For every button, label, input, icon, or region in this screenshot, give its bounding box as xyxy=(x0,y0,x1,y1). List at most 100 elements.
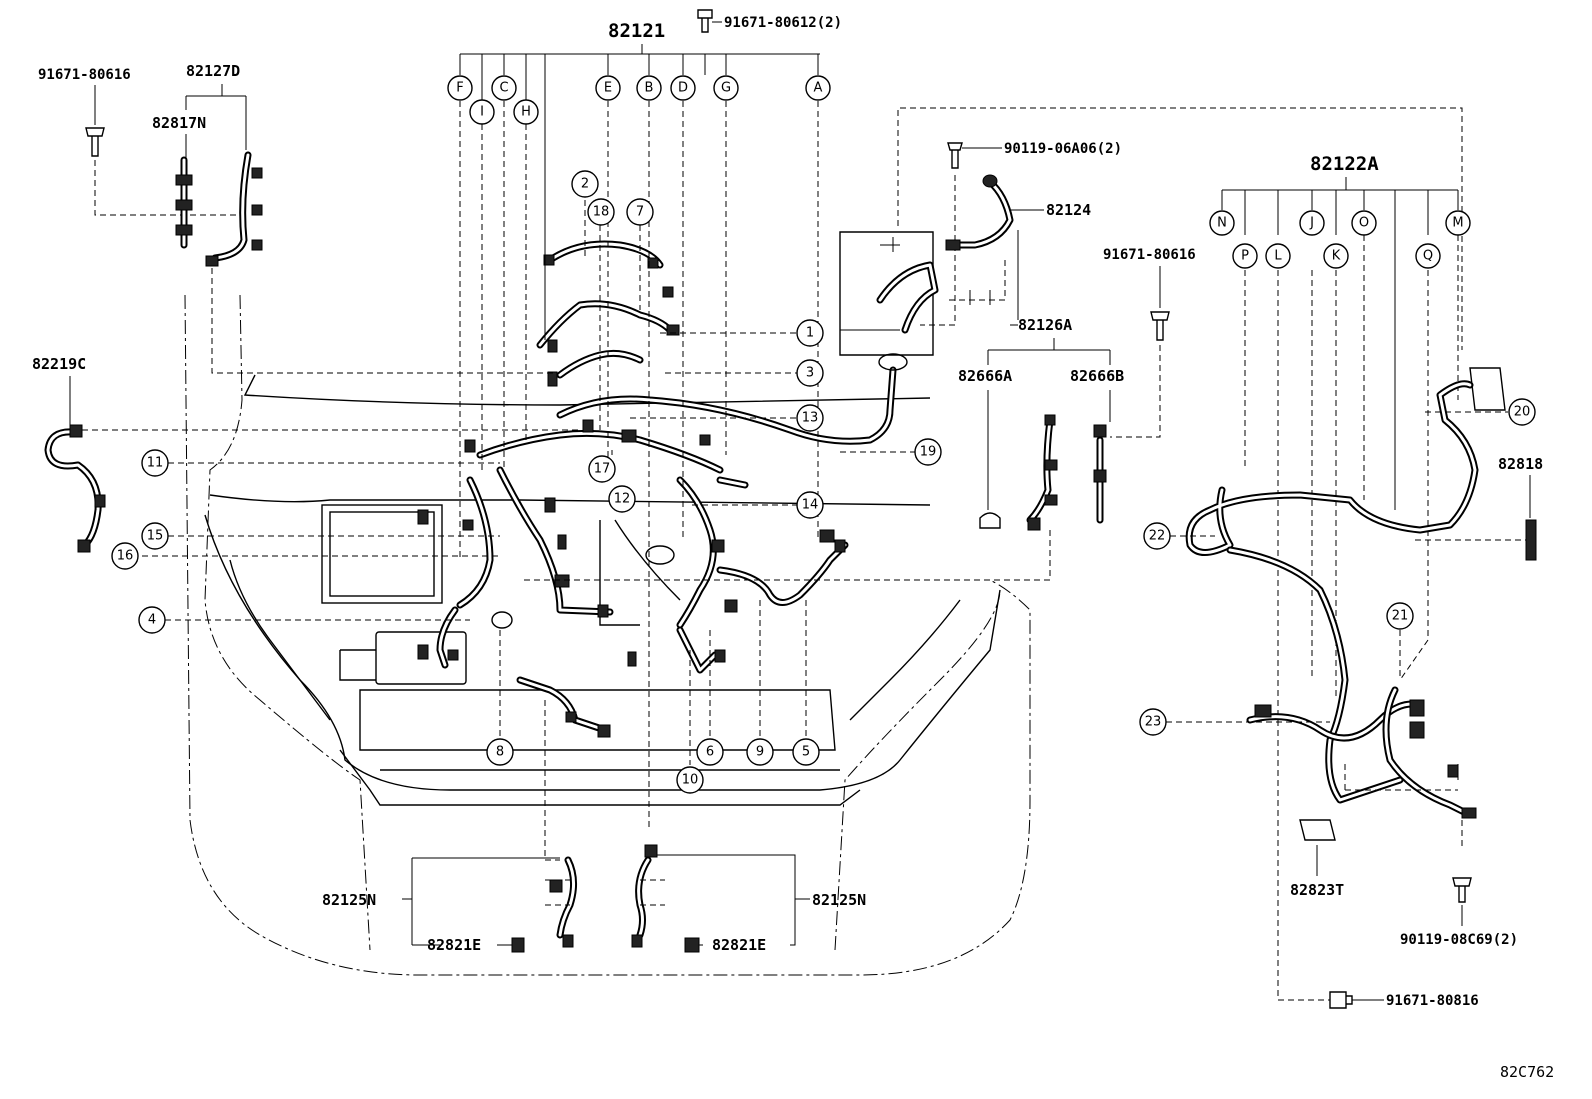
svg-text:H: H xyxy=(521,105,531,120)
svg-text:A: A xyxy=(814,81,823,96)
letter-M: M xyxy=(1445,210,1471,236)
svg-text:B: B xyxy=(645,81,654,96)
label-91671-80616-right: 91671-80616 xyxy=(1103,247,1196,263)
svg-text:P: P xyxy=(1241,249,1249,264)
svg-text:12: 12 xyxy=(614,492,631,507)
label-91671-80616-left: 91671-80616 xyxy=(38,67,131,83)
callout-5: 5 xyxy=(792,738,820,766)
svg-text:D: D xyxy=(678,81,688,96)
svg-text:J: J xyxy=(1309,216,1314,231)
svg-text:E: E xyxy=(604,81,612,96)
callout-8: 8 xyxy=(486,738,514,766)
label-82817N: 82817N xyxy=(152,114,206,132)
svg-text:11: 11 xyxy=(147,456,164,471)
label-82219C: 82219C xyxy=(32,355,86,373)
callout-13: 13 xyxy=(796,404,824,432)
svg-text:M: M xyxy=(1452,216,1463,231)
letter-L: L xyxy=(1265,243,1291,269)
letter-Q: Q xyxy=(1415,243,1441,269)
letter-F: F xyxy=(447,75,473,101)
callout-2: 2 xyxy=(571,170,599,198)
svg-text:L: L xyxy=(1274,249,1282,264)
label-82821E-left: 82821E xyxy=(427,936,481,954)
svg-text:8: 8 xyxy=(496,745,504,760)
svg-text:14: 14 xyxy=(802,498,819,513)
svg-text:F: F xyxy=(456,81,463,96)
callout-leaders xyxy=(132,200,1508,765)
svg-text:1: 1 xyxy=(806,326,814,341)
label-91671-80816: 91671-80816 xyxy=(1386,993,1479,1009)
callout-17: 17 xyxy=(588,455,616,483)
label-90119-08C69: 90119-08C69(2) xyxy=(1400,932,1518,948)
bolt-91671-80616-right: 91671-80616 xyxy=(1103,247,1196,438)
callout-14: 14 xyxy=(796,491,824,519)
part-82126A-group: 82126A 82666A 82666B xyxy=(520,316,1124,581)
svg-text:21: 21 xyxy=(1392,609,1409,624)
callout-15: 15 xyxy=(141,522,169,550)
svg-text:4: 4 xyxy=(148,613,156,628)
callout-10: 10 xyxy=(676,766,704,794)
callout-1: 1 xyxy=(796,319,824,347)
svg-text:13: 13 xyxy=(802,411,819,426)
letter-O: O xyxy=(1351,210,1377,236)
label-82821E-right: 82821E xyxy=(712,936,766,954)
letter-H: H xyxy=(513,99,539,125)
numbered-callouts: 1 2 3 4 5 6 7 8 9 10 11 12 13 14 15 16 1… xyxy=(111,170,1536,794)
diagram-code: 82C762 xyxy=(1500,1063,1554,1081)
svg-text:6: 6 xyxy=(706,745,714,760)
callout-18: 18 xyxy=(587,198,615,226)
label-82666B: 82666B xyxy=(1070,367,1124,385)
callout-7: 7 xyxy=(626,198,654,226)
svg-text:K: K xyxy=(1332,249,1341,264)
label-90119-06A06: 90119-06A06(2) xyxy=(1004,141,1122,157)
letter-C: C xyxy=(491,75,517,101)
svg-text:20: 20 xyxy=(1514,405,1531,420)
svg-text:O: O xyxy=(1359,216,1369,231)
label-82125N-left: 82125N xyxy=(322,891,376,909)
vehicle-body-outline xyxy=(184,294,1031,976)
svg-text:16: 16 xyxy=(117,549,134,564)
label-82818: 82818 xyxy=(1498,455,1543,473)
svg-text:19: 19 xyxy=(920,445,937,460)
letter-B: B xyxy=(636,75,662,101)
callout-3: 3 xyxy=(796,359,824,387)
svg-text:18: 18 xyxy=(593,205,610,220)
svg-text:23: 23 xyxy=(1145,715,1162,730)
part-82219C-group: 82219C xyxy=(32,355,580,553)
letter-P: P xyxy=(1232,243,1258,269)
callout-22: 22 xyxy=(1143,522,1171,550)
svg-text:15: 15 xyxy=(147,529,164,544)
callout-20: 20 xyxy=(1508,398,1536,426)
svg-text:17: 17 xyxy=(594,462,611,477)
part-82124-group: 90119-06A06(2) 82124 xyxy=(839,107,1463,371)
letter-K: K xyxy=(1323,243,1349,269)
callout-6: 6 xyxy=(696,738,724,766)
svg-text:2: 2 xyxy=(581,177,589,192)
label-82823T: 82823T xyxy=(1290,881,1344,899)
letter-J: J xyxy=(1299,210,1325,236)
harness-82121 xyxy=(417,240,897,738)
bracket-82121: 8 2 12 1 xyxy=(459,20,820,861)
callout-11: 11 xyxy=(141,449,169,477)
bolt-91671-80612: 91671-80612(2) xyxy=(697,9,842,33)
right-side-labels: 82818 82823T 90119-08C69(2) 91671-80816 xyxy=(1290,455,1543,1009)
callout-4: 4 xyxy=(138,606,166,634)
callout-16: 16 xyxy=(111,542,139,570)
label-82125N-right: 82125N xyxy=(812,891,866,909)
letter-A: A xyxy=(805,75,831,101)
label-82121: 82121 xyxy=(608,20,665,42)
bracket-82122A: 82122A xyxy=(1221,153,1459,1001)
letter-D: D xyxy=(670,75,696,101)
letters-82122A: N P L J K O Q M xyxy=(1209,210,1471,269)
svg-text:C: C xyxy=(499,81,508,96)
callout-9: 9 xyxy=(746,738,774,766)
letter-G: G xyxy=(713,75,739,101)
svg-text:G: G xyxy=(721,81,731,96)
label-82122A: 82122A xyxy=(1310,153,1379,175)
callout-12: 12 xyxy=(608,485,636,513)
svg-text:22: 22 xyxy=(1149,529,1166,544)
svg-text:10: 10 xyxy=(682,773,699,788)
letters-82121: F I C H E B D G A xyxy=(447,75,831,125)
letter-I: I xyxy=(469,99,495,125)
